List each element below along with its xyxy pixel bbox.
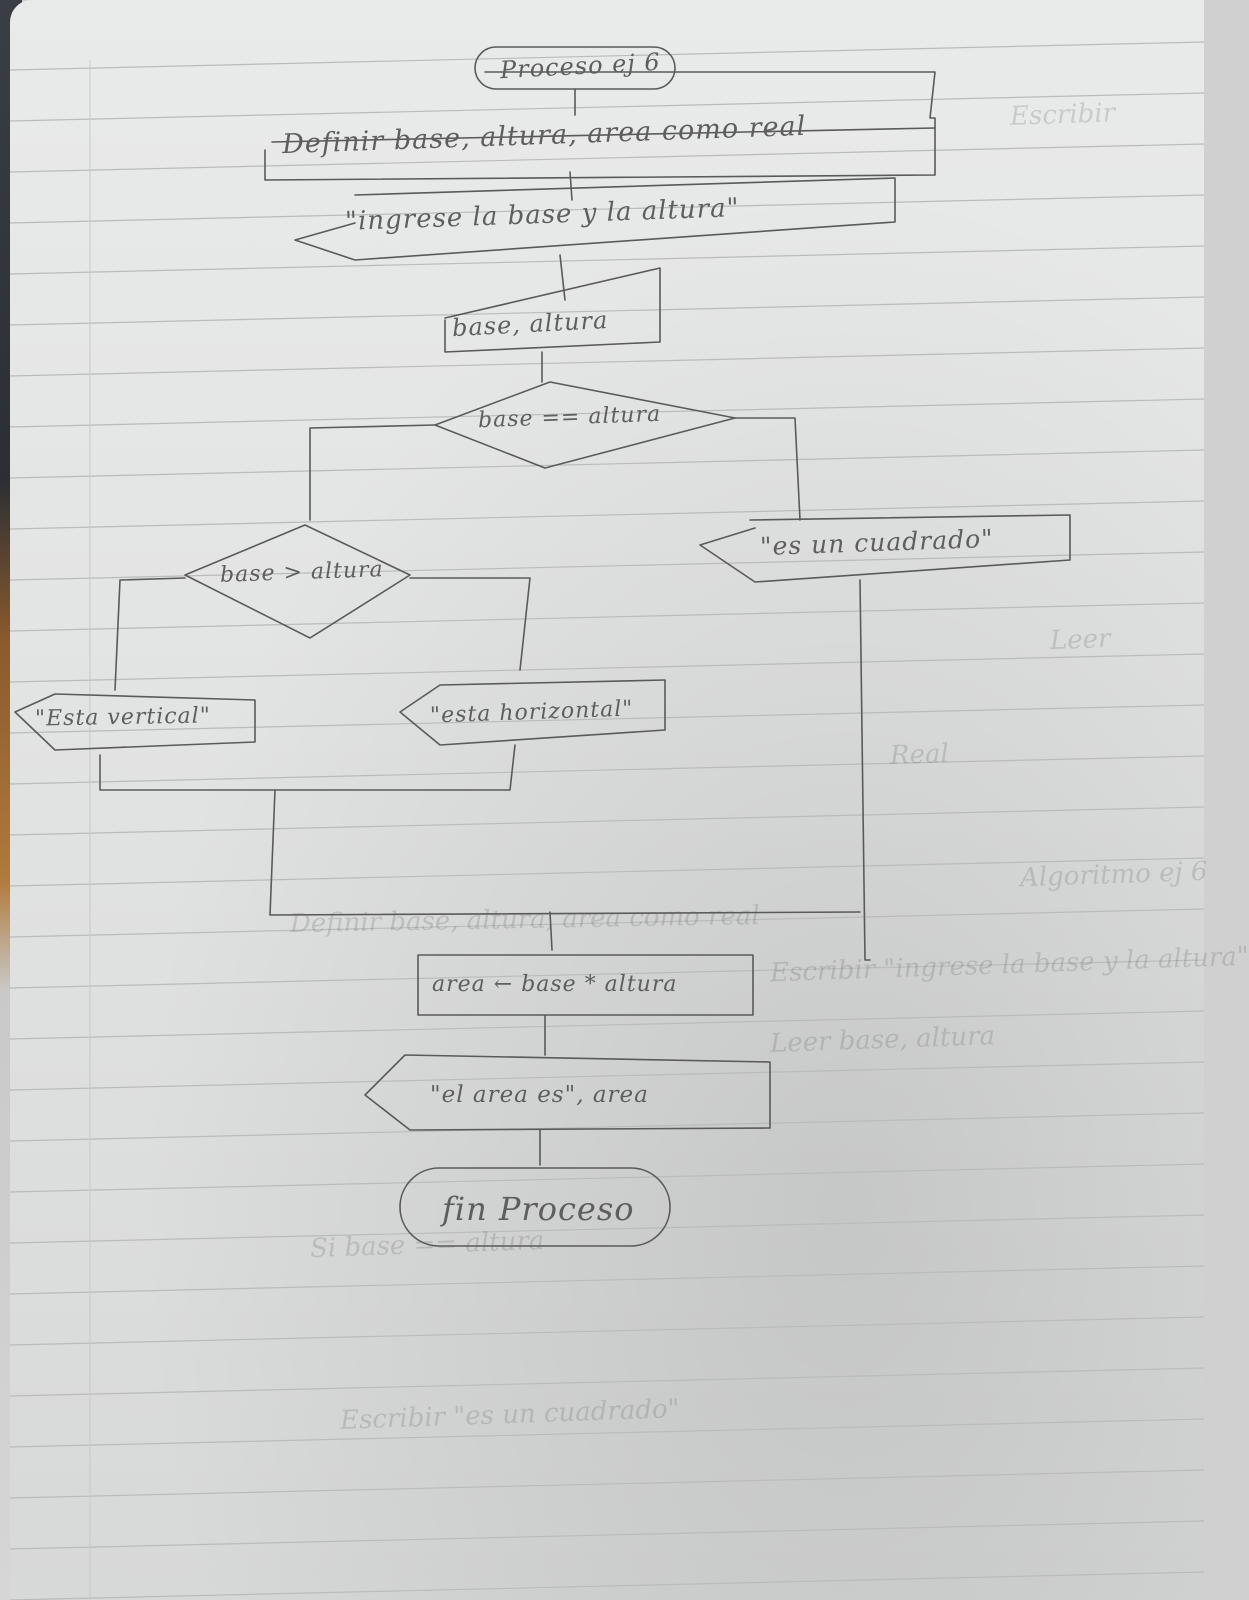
ruled-line [9, 755, 1205, 785]
ruled-line [9, 92, 1205, 122]
horizontal-output-shape [399, 679, 666, 746]
ruled-line [9, 1214, 1205, 1244]
ruled-line [9, 1571, 1205, 1600]
ruled-line [9, 1163, 1205, 1193]
ruled-line [9, 245, 1205, 275]
decision-equal-yes-branch [309, 424, 436, 521]
area-output-label: "el area es", area [430, 1082, 649, 1108]
decision-greater-no-branch [409, 577, 531, 671]
notebook-page: Escribir Leer Real Algoritmo ej 6 Defini… [9, 0, 1249, 1600]
ruled-line [9, 1316, 1205, 1346]
ruled-line [9, 1265, 1205, 1295]
flow-arrow [559, 254, 566, 301]
decision-equal-no-branch [734, 417, 801, 521]
vertical-output-label: "Esta vertical" [34, 703, 212, 732]
define-box [264, 71, 936, 181]
merge-line [99, 744, 516, 791]
ruled-line [9, 806, 1205, 836]
ruled-line [9, 347, 1205, 377]
ruled-line [9, 704, 1205, 734]
calc-box [417, 954, 754, 1016]
ruled-line [9, 908, 1205, 938]
flow-arrow [549, 911, 553, 951]
ruled-line [9, 1112, 1205, 1142]
ruled-line [9, 1010, 1205, 1040]
ruled-line [9, 500, 1205, 530]
ruled-line [9, 1469, 1205, 1499]
ruled-line [9, 1520, 1205, 1550]
define-box-edge [271, 127, 936, 143]
ruled-line [9, 959, 1205, 989]
decision-equal-diamond [434, 381, 736, 469]
end-terminator [399, 1167, 671, 1247]
ruled-line [9, 398, 1205, 428]
ruled-line [9, 857, 1205, 887]
ruled-line [9, 296, 1205, 326]
vertical-output-shape [14, 693, 256, 751]
ruled-line [9, 653, 1205, 683]
read-input-shape [444, 267, 661, 353]
ruled-line [9, 551, 1205, 581]
ruled-line [9, 602, 1205, 632]
square-output-shape [699, 514, 1071, 583]
area-output-shape [364, 1054, 771, 1131]
end-label: fin Proceso [442, 1190, 635, 1228]
prompt-output-shape [294, 177, 896, 261]
ruled-line [9, 1418, 1205, 1448]
ruled-line [9, 41, 1205, 71]
calc-label: area ← base * altura [432, 972, 678, 997]
ruled-line [9, 449, 1205, 479]
ruled-line [9, 143, 1205, 173]
ruled-line [9, 1061, 1205, 1091]
square-exit-line [859, 579, 871, 961]
decision-greater-yes-branch [114, 577, 186, 691]
ruled-line [9, 1367, 1205, 1397]
merge-line [269, 789, 861, 916]
flow-arrow [569, 171, 573, 201]
ruled-lines [9, 41, 1205, 1600]
ruled-line [9, 194, 1205, 224]
flowchart [14, 46, 1071, 1247]
decision-greater-diamond [184, 524, 411, 639]
